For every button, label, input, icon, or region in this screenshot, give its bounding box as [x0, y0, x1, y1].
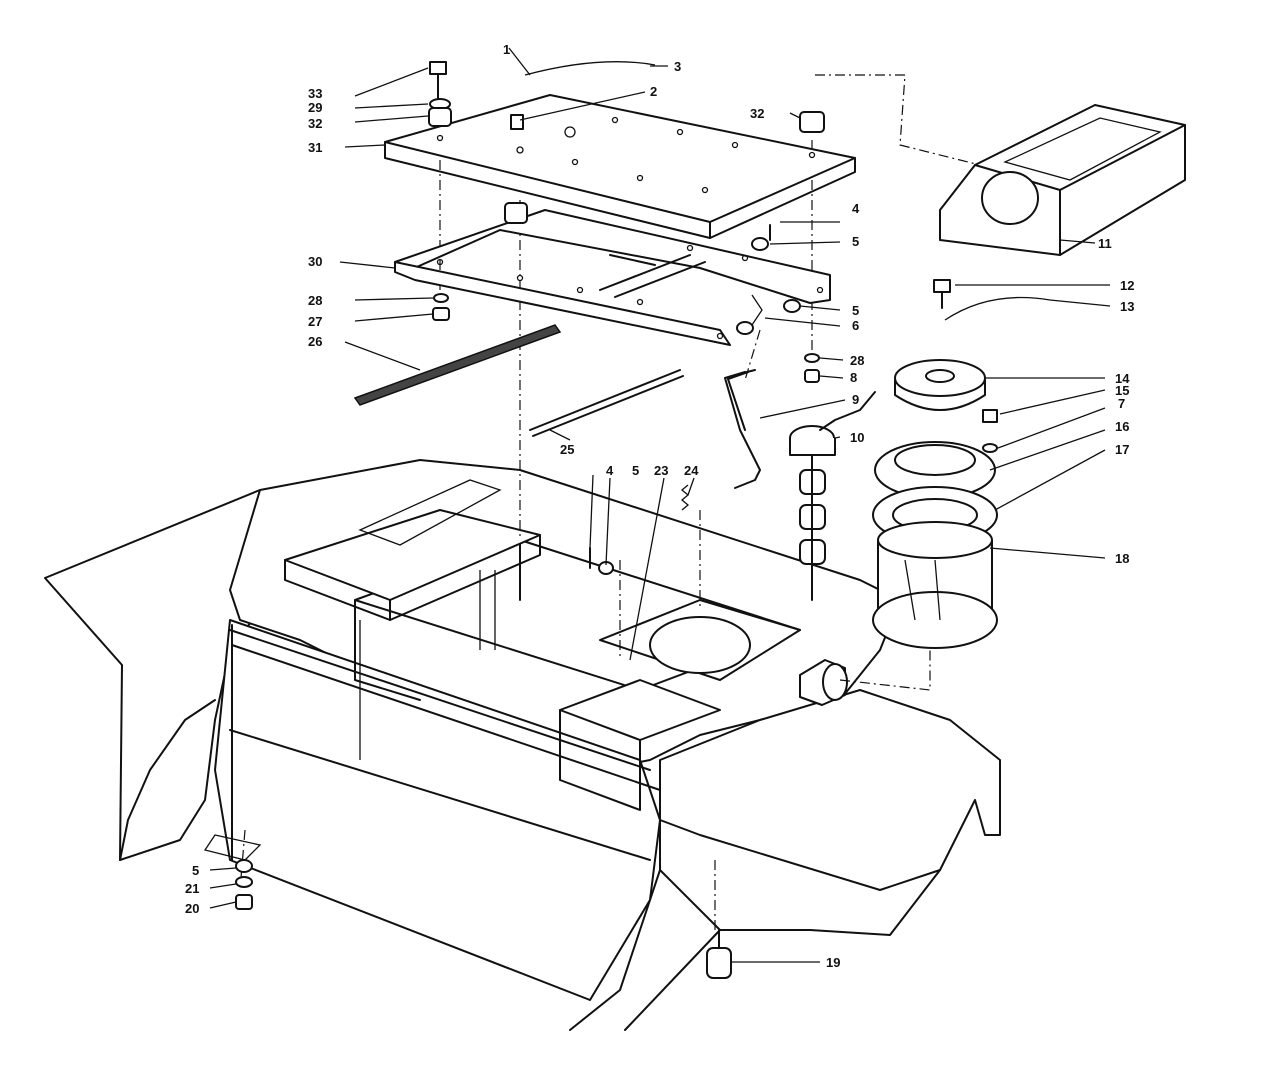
- callout-12: 12: [1120, 278, 1134, 293]
- callout-9: 9: [852, 392, 859, 407]
- seat-pan: [384, 94, 856, 239]
- seat-frame: [394, 202, 831, 346]
- callout-16: 16: [1115, 419, 1129, 434]
- callout-5: 5: [852, 303, 859, 318]
- callout-28: 28: [308, 293, 322, 308]
- leader-lines: [209, 47, 1111, 963]
- sender-unit: [789, 391, 876, 601]
- callout-5: 5: [852, 234, 859, 249]
- strip: [353, 324, 562, 406]
- callout-6: 6: [852, 318, 859, 333]
- callout-18: 18: [1115, 551, 1129, 566]
- callout-29: 29: [308, 100, 322, 115]
- callout-17: 17: [1115, 442, 1129, 457]
- callout-3: 3: [674, 59, 681, 74]
- callout-26: 26: [308, 334, 322, 349]
- chassis-body: [44, 459, 1001, 1031]
- callout-labels: 1 2 3 4 4 5 5 5 5 6 7 8 9 10 11 12 13 14…: [185, 42, 1134, 970]
- hardware: [235, 61, 1051, 979]
- callout-32: 32: [750, 106, 764, 121]
- callout-5: 5: [632, 463, 639, 478]
- callout-4: 4: [606, 463, 614, 478]
- callout-33: 33: [308, 86, 322, 101]
- callout-10: 10: [850, 430, 864, 445]
- callout-2: 2: [650, 84, 657, 99]
- callout-27: 27: [308, 314, 322, 329]
- callout-23: 23: [654, 463, 668, 478]
- callout-15: 15: [1115, 383, 1129, 398]
- callout-20: 20: [185, 901, 199, 916]
- callout-28: 28: [850, 353, 864, 368]
- callout-11: 11: [1098, 236, 1112, 251]
- callout-7: 7: [1118, 396, 1125, 411]
- rod: [529, 369, 684, 437]
- callout-25: 25: [560, 442, 574, 457]
- callout-4: 4: [852, 201, 860, 216]
- callout-32: 32: [308, 116, 322, 131]
- callout-14: 14: [1115, 371, 1130, 386]
- callout-5: 5: [192, 863, 199, 878]
- linkage: [724, 369, 761, 489]
- console: [939, 104, 1186, 256]
- callout-21: 21: [185, 881, 199, 896]
- callout-13: 13: [1120, 299, 1134, 314]
- callout-1: 1: [503, 42, 510, 57]
- callout-8: 8: [850, 370, 857, 385]
- callout-24: 24: [684, 463, 699, 478]
- callout-19: 19: [826, 955, 840, 970]
- callout-30: 30: [308, 254, 322, 269]
- callout-31: 31: [308, 140, 322, 155]
- fuel-tank-assembly: [872, 359, 998, 649]
